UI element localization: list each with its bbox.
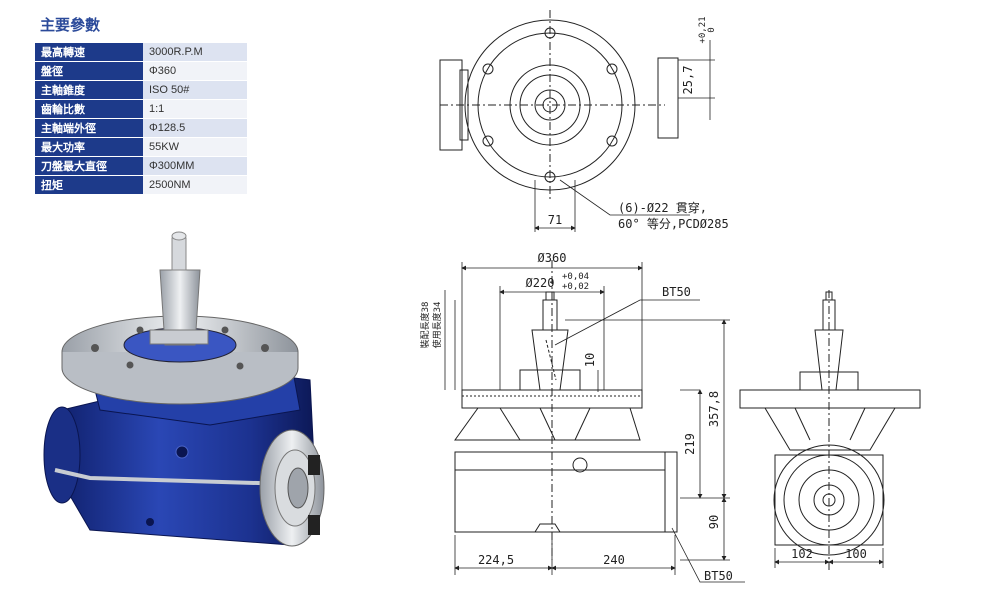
spec-label: 主軸端外徑 (35, 118, 143, 138)
dim-240: 240 (603, 553, 625, 567)
dim-224-5: 224,5 (478, 553, 514, 567)
bt50-bottom-label: BT50 (704, 569, 733, 583)
hole-note-line1: (6)-Ø22 貫穿, (618, 200, 707, 215)
dim-dia-220: Ø220 (526, 276, 555, 290)
spec-label: 齒輪比數 (35, 99, 143, 119)
product-render (43, 231, 325, 547)
bt50-top-label: BT50 (662, 285, 691, 299)
dim-102: 102 (791, 547, 813, 561)
dim-357-8: 357,8 (707, 391, 721, 427)
top-view-drawing (439, 10, 715, 232)
dim-dia-360: Ø360 (538, 251, 567, 265)
spec-label: 盤徑 (35, 61, 143, 81)
spec-label: 扭矩 (35, 175, 143, 195)
front-view-drawing (444, 260, 745, 583)
dim-100: 100 (845, 547, 867, 561)
spec-label: 主軸錐度 (35, 80, 143, 100)
dim-25-7: 25,7 (681, 66, 695, 95)
section-title: 主要參數 (40, 16, 101, 34)
spec-value: Φ300MM (143, 156, 247, 176)
side-view-drawing (739, 290, 921, 570)
spec-value: Φ360 (143, 61, 247, 81)
dim-71: 71 (548, 213, 562, 227)
spec-label: 刀盤最大直徑 (35, 156, 143, 176)
install-length-label: 裝配長度38 (419, 302, 431, 349)
dim-90: 90 (707, 515, 721, 529)
dim-dia-220-tol-upper: +0,04 (562, 272, 589, 282)
spec-value: 1:1 (143, 99, 247, 119)
use-length-label: 使用長度34 (431, 302, 443, 349)
spec-value: ISO 50# (143, 80, 247, 100)
dim-25-7-tol-upper: +0,21 (698, 16, 708, 43)
spec-value: 55KW (143, 137, 247, 157)
dim-219: 219 (683, 433, 697, 455)
spec-label: 最大功率 (35, 137, 143, 157)
dim-25-7-tol-lower: 0 (707, 27, 717, 32)
dim-10: 10 (583, 353, 597, 367)
spec-label: 最高轉速 (35, 43, 143, 62)
spec-value: 3000R.P.M (143, 43, 247, 62)
dim-dia-220-tol-lower: +0,02 (562, 282, 589, 292)
spec-value: Φ128.5 (143, 118, 247, 138)
spec-value: 2500NM (143, 175, 247, 195)
hole-note-line2: 60° 等分,PCDØ285 (618, 217, 729, 231)
